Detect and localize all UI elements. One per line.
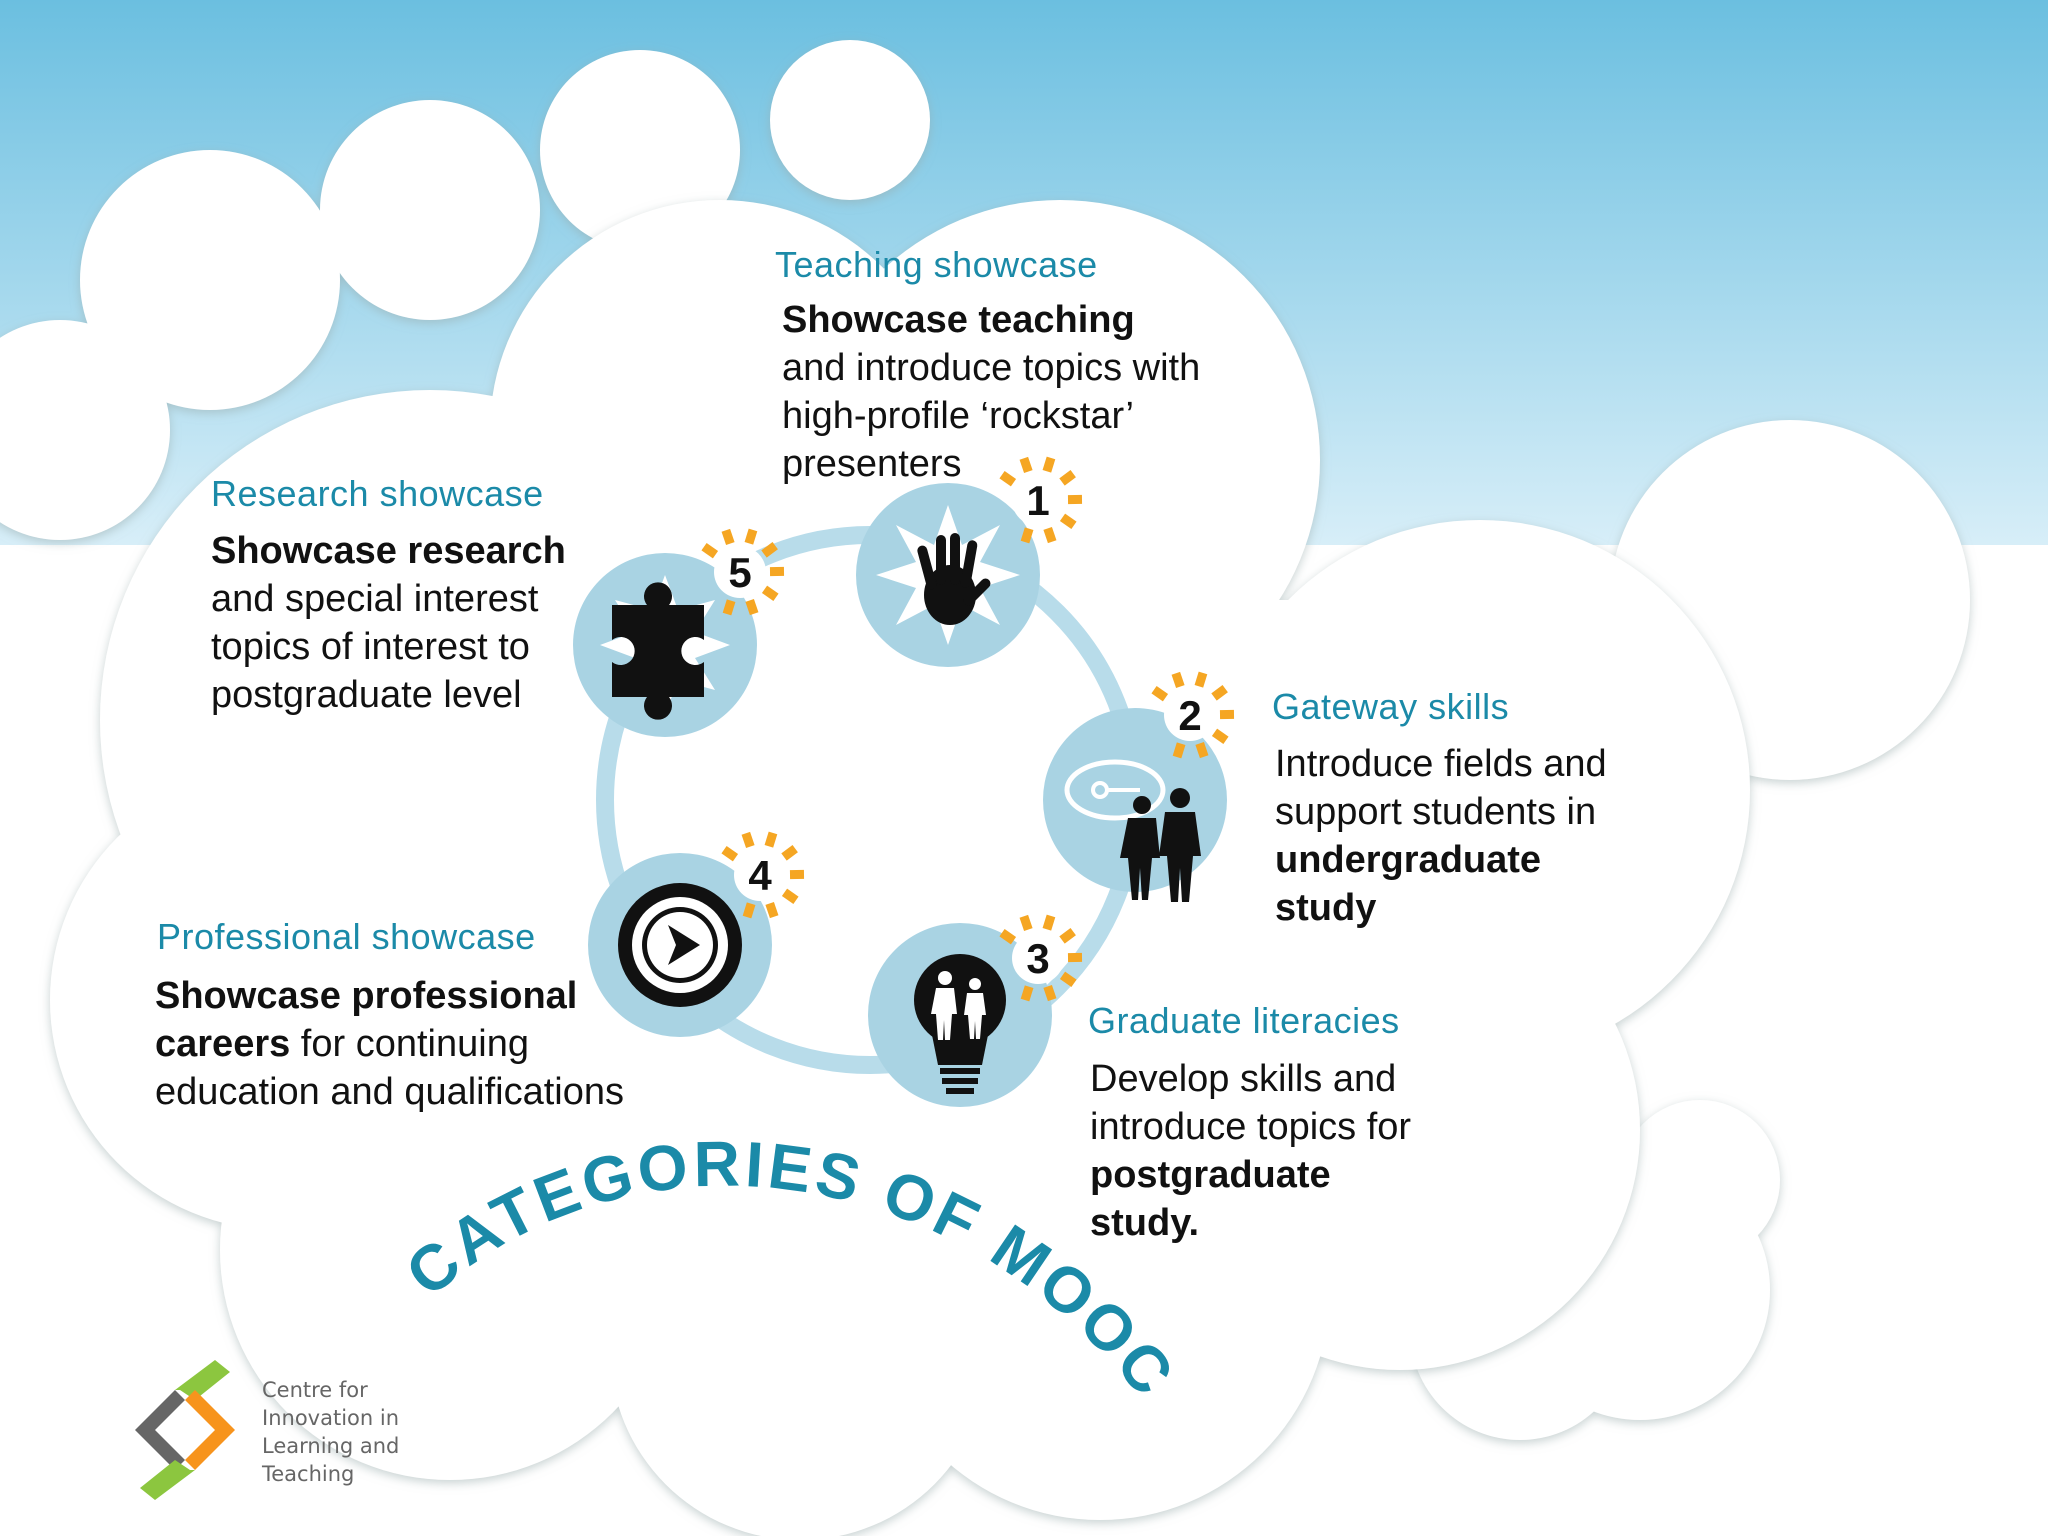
node-5-research (573, 553, 757, 737)
sun-ray (1172, 742, 1186, 759)
sun-ray (761, 542, 778, 558)
number-badges: 1 2 3 4 5 (701, 456, 1235, 1002)
hand-icon (917, 533, 991, 625)
sun-ray (722, 599, 736, 616)
badge-circle (1012, 932, 1064, 984)
desc-teaching-line: high-profile ‘rockstar’ (782, 395, 1134, 437)
badge-number: 1 (1026, 477, 1049, 524)
sun-ray (764, 831, 778, 848)
sun-ray (1059, 513, 1077, 530)
sun-ray (765, 901, 779, 919)
logo-text: Centre for Innovation in Learning and Te… (262, 1376, 399, 1488)
desc-gateway-line: Introduce fields and (1275, 743, 1607, 785)
badge-2: 2 (1151, 671, 1235, 759)
desc-professional-line: education and qualifications (155, 1071, 625, 1113)
main-cloud (50, 200, 1750, 1536)
sun-ray (742, 902, 756, 919)
sun-ray (1151, 685, 1169, 702)
badge-number: 3 (1026, 935, 1049, 982)
sun-ray (1211, 728, 1229, 745)
sun-ray (1042, 456, 1056, 473)
sun-ray (1059, 470, 1076, 486)
sun-ray (1211, 685, 1228, 701)
sun-ray (701, 542, 719, 559)
badge-circle (714, 546, 766, 598)
sun-ray (1019, 914, 1033, 932)
desc-teaching: Showcase teaching and introduce topics w… (782, 296, 1200, 488)
people-key-cloud-icon (1064, 759, 1201, 902)
desc-teaching-line: and introduce topics with (782, 347, 1201, 389)
node-1-teaching (856, 483, 1040, 667)
desc-research-line: and special interest (211, 578, 539, 620)
badge-circle (734, 849, 786, 901)
desc-professional: Showcase professional careers for contin… (155, 972, 624, 1116)
logo-line: Innovation in (262, 1406, 400, 1430)
desc-gateway-bold: study (1275, 887, 1377, 929)
heading-teaching-showcase: Teaching showcase (775, 244, 1098, 285)
badge-circle (1164, 689, 1216, 741)
sun-ray (1043, 526, 1057, 544)
sun-ray (745, 598, 759, 616)
badge-number: 4 (748, 852, 772, 899)
sun-ray (1042, 914, 1056, 931)
badge-1: 1 (999, 456, 1083, 544)
desc-graduate: Develop skills and introduce topics for … (1090, 1055, 1411, 1247)
desc-teaching-line: presenters (782, 443, 962, 485)
badge-number: 5 (728, 549, 751, 596)
desc-graduate-bold: postgraduate (1090, 1154, 1331, 1196)
node-4-professional (588, 853, 772, 1037)
desc-gateway-bold: undergraduate (1275, 839, 1542, 881)
desc-graduate-line: introduce topics for (1090, 1106, 1412, 1148)
desc-graduate-line: Develop skills and (1090, 1058, 1397, 1100)
logo-line: Learning and (262, 1434, 400, 1458)
sun-ray (1020, 527, 1034, 544)
sun-ray (1059, 928, 1076, 944)
sun-ray (721, 528, 735, 546)
puzzle-piece-icon (612, 582, 704, 720)
logo-line: Teaching (262, 1462, 355, 1486)
sun-ray (781, 845, 798, 861)
sun-ray (1195, 741, 1209, 759)
node-3-graduate (868, 923, 1052, 1107)
desc-professional-bold: Showcase professional (155, 975, 578, 1017)
desc-research-line: postgraduate level (211, 674, 522, 716)
play-button-icon (618, 883, 742, 1007)
sun-ray (999, 928, 1017, 945)
badge-5: 5 (701, 528, 785, 616)
sun-ray (721, 845, 739, 862)
desc-research-bold: Showcase research (211, 530, 566, 572)
sun-ray (781, 888, 799, 905)
sun-ray (744, 528, 758, 545)
desc-gateway-line: support students in (1275, 791, 1597, 833)
sun-ray (999, 470, 1017, 487)
heading-professional-showcase: Professional showcase (157, 916, 536, 957)
lightbulb-people-icon (914, 954, 1006, 1094)
badge-4: 4 (721, 831, 805, 919)
sun-ray (761, 585, 779, 602)
sun-ray (741, 831, 755, 849)
sun-ray (1059, 971, 1077, 988)
sun-ray (1020, 985, 1034, 1002)
sun-ray (1171, 671, 1185, 689)
sun-ray (1019, 456, 1033, 474)
desc-professional-bold-inline: careers (155, 1023, 291, 1065)
badge-3: 3 (999, 914, 1083, 1002)
sun-ray (1043, 984, 1057, 1002)
heading-research-showcase: Research showcase (211, 473, 544, 514)
desc-graduate-bold: study. (1090, 1202, 1200, 1244)
desc-research: Showcase research and special interest t… (211, 527, 566, 719)
logo-mark (135, 1360, 235, 1500)
sun-ray (1194, 671, 1208, 688)
badge-circle (1012, 474, 1064, 526)
logo-line: Centre for (262, 1378, 368, 1402)
heading-graduate-literacies: Graduate literacies (1088, 1000, 1400, 1041)
desc-research-line: topics of interest to (211, 626, 530, 668)
desc-professional-inline: for continuing (290, 1023, 529, 1065)
desc-gateway: Introduce fields and support students in… (1275, 740, 1607, 932)
desc-teaching-bold: Showcase teaching (782, 299, 1135, 341)
heading-gateway-skills: Gateway skills (1272, 686, 1510, 727)
badge-number: 2 (1178, 692, 1201, 739)
